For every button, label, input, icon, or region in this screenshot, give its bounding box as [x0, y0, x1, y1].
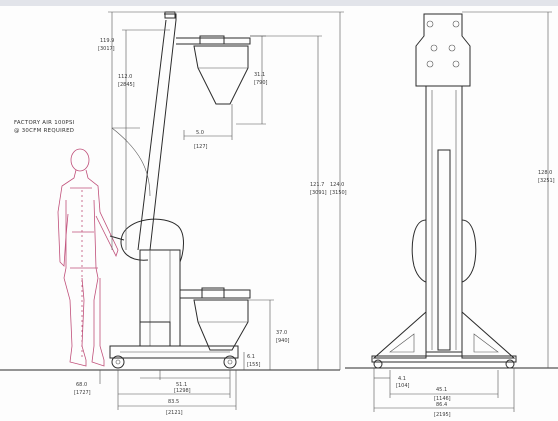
dim-foot-a: 4.1	[398, 376, 406, 382]
note-line-2: @ 30CFM REQUIRED	[14, 128, 74, 134]
dim-base-total-b: [2121]	[166, 410, 183, 416]
dim-total-h-a: 121.7	[310, 182, 324, 188]
dim-wheel-a: 6.1	[247, 354, 255, 360]
dim-top-left-b: [3017]	[98, 46, 115, 52]
dim-person-b: [1727]	[74, 390, 91, 396]
dim-top-left2-a: 112.0	[118, 74, 132, 80]
dim-hopper-h-a: 31.1	[254, 72, 265, 78]
side-view-machine	[109, 11, 251, 369]
dim-mid-h-b: [3150]	[330, 190, 347, 196]
dim-foot-b: [104]	[396, 383, 409, 389]
dim-low-hopper-a: 37.0	[276, 330, 287, 336]
dim-base-b: [1298]	[174, 388, 191, 394]
dim-mid-h-a: 124.0	[330, 182, 344, 188]
dimension-lines	[99, 11, 552, 412]
dim-low-hopper-b: [940]	[276, 338, 289, 344]
dim-right-h-a: 128.0	[538, 170, 552, 176]
note-line-1: FACTORY AIR 100PSI	[14, 120, 75, 126]
top-band	[0, 0, 558, 6]
dim-front-total-b: [2195]	[434, 412, 451, 418]
dim-hopper-w-a: 5.0	[196, 130, 204, 136]
dim-base-a: 51.1	[176, 382, 187, 388]
dimension-labels: 119.9 [3017] 112.0 [2845] 31.1 [790] 5.0…	[74, 38, 555, 418]
dim-hopper-h-b: [790]	[254, 80, 267, 86]
dim-front-inner-b: [1146]	[434, 396, 451, 402]
dim-top-left-a: 119.9	[100, 38, 114, 44]
dim-total-h-b: [3091]	[310, 190, 327, 196]
dim-front-inner-a: 45.1	[436, 387, 447, 393]
human-figure	[57, 148, 119, 367]
dim-hopper-w-b: [127]	[194, 144, 207, 150]
dim-right-h-b: [3251]	[538, 178, 555, 184]
front-view-machine	[371, 13, 517, 369]
dim-front-total-a: 86.4	[436, 402, 447, 408]
dim-base-total-a: 83.5	[168, 399, 179, 405]
factory-air-note: FACTORY AIR 100PSI @ 30CFM REQUIRED	[14, 120, 75, 134]
dim-wheel-b: [155]	[247, 362, 260, 368]
dim-person-a: 68.0	[76, 382, 87, 388]
dim-top-left2-b: [2845]	[118, 82, 135, 88]
